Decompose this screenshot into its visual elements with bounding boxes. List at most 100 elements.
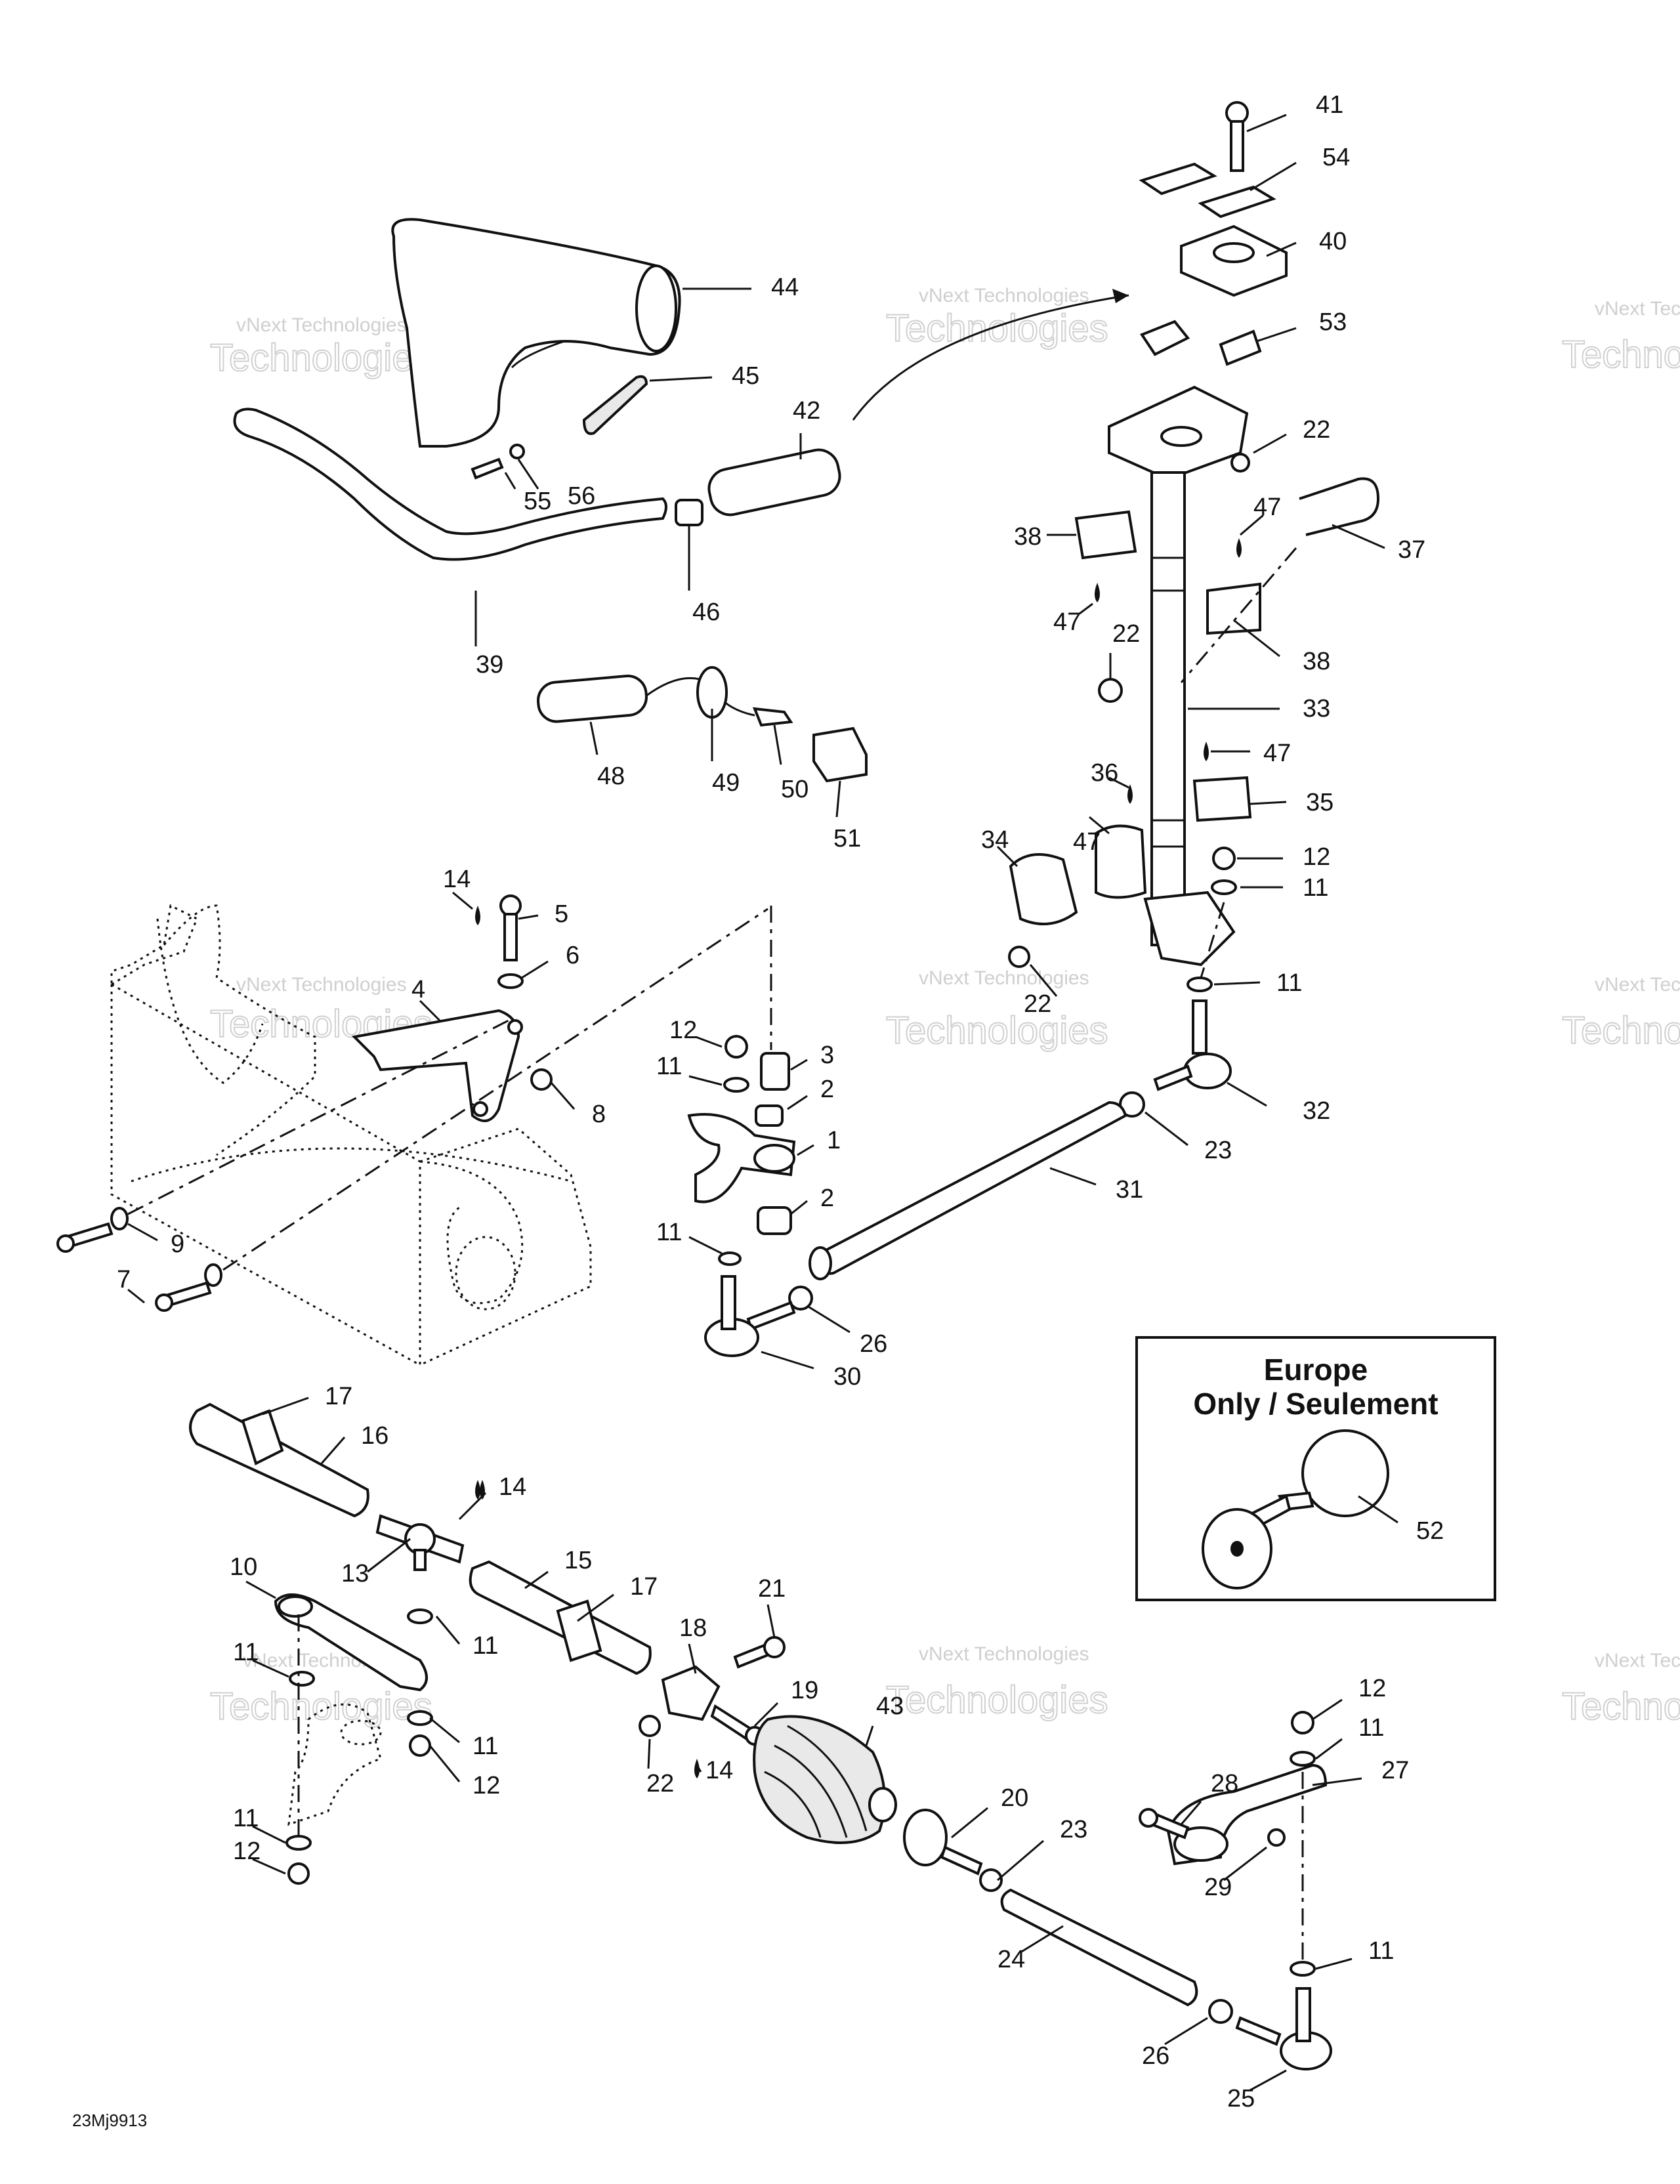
plate (1198, 185, 1276, 219)
handlebar (233, 408, 667, 561)
leader-line (1223, 1846, 1267, 1881)
leader-line (589, 721, 598, 755)
callout-label: 11 (656, 1219, 682, 1246)
callout-label: 49 (712, 769, 740, 797)
nut (788, 1286, 813, 1311)
leader-line (577, 1593, 614, 1622)
frame-outline (419, 1127, 592, 1366)
callout-label: 11 (472, 1632, 498, 1660)
handlebar-pad-end (635, 264, 677, 352)
leader-line (320, 1437, 346, 1464)
u-bolt (1299, 477, 1380, 536)
handlebar-assembly (233, 218, 1129, 561)
leader-line (753, 1702, 779, 1727)
rod-end (808, 1246, 832, 1280)
watermark-text: Technologies (1562, 333, 1680, 376)
grease-icon (1095, 583, 1100, 602)
leader-line (1144, 1111, 1188, 1146)
callout-label: 52 (1416, 1517, 1444, 1545)
callout-label: 2 (820, 1076, 834, 1103)
grease-icon (1236, 538, 1242, 558)
tie-rod-upper (704, 1101, 1127, 1357)
threaded-stud (940, 1845, 983, 1876)
arm-eye (278, 1595, 313, 1618)
leader-line (1250, 161, 1297, 192)
watermark-text: vNext Technologies (1595, 1650, 1680, 1671)
callout-label: 12 (669, 1017, 697, 1044)
washer (497, 973, 524, 989)
tie-rod (1000, 1888, 1198, 2007)
clamp-half (1139, 320, 1190, 356)
callout-label: 12 (233, 1838, 261, 1865)
frame-outline (110, 904, 198, 986)
callout-label: 3 (820, 1041, 834, 1069)
callout-label: 10 (230, 1553, 257, 1581)
leader-line (419, 999, 441, 1022)
callout-label: 36 (1091, 759, 1118, 787)
boot-end (868, 1787, 897, 1822)
callout-label: 9 (171, 1230, 184, 1258)
callout-label: 12 (472, 1772, 500, 1799)
bolt-shank (721, 1275, 736, 1330)
nut (979, 1868, 1003, 1892)
frame-bracket (351, 1009, 520, 1122)
rubber-boot (753, 1715, 886, 1844)
washer (1290, 1751, 1316, 1767)
bushing (1192, 776, 1252, 822)
leader-line (1049, 1167, 1097, 1186)
callout-label: 6 (566, 942, 579, 969)
leader-line (252, 1858, 286, 1875)
frame-hole (455, 1236, 516, 1311)
bracket (661, 1665, 721, 1721)
washer (204, 1263, 222, 1287)
callout-label: 14 (705, 1757, 733, 1784)
watermark-text: vNext Technologies (236, 314, 407, 336)
callout-label: 55 (524, 488, 551, 515)
bushing (1206, 582, 1261, 635)
callout-label: 22 (1303, 416, 1330, 444)
callout-label: 31 (1116, 1176, 1143, 1204)
callout-label: 47 (1253, 494, 1281, 521)
leader-line (1227, 1082, 1267, 1107)
hex-nut (556, 1599, 602, 1662)
leader-line (1250, 801, 1287, 805)
callout-label: 21 (758, 1575, 786, 1603)
washer (1290, 1961, 1316, 1977)
callout-label: 53 (1319, 308, 1347, 336)
watermark-text: vNext Technologies (919, 1643, 1089, 1665)
washer (407, 1608, 433, 1624)
terminal (752, 707, 793, 727)
watermark-text: Technologies (210, 1685, 432, 1728)
steering-column (1008, 101, 1380, 1118)
bolt-head (1139, 1808, 1158, 1828)
callout-label: 37 (1398, 536, 1425, 564)
nut (409, 1734, 431, 1757)
callout-label: 26 (860, 1330, 887, 1358)
callout-label: 5 (555, 900, 568, 928)
sleeve (760, 1052, 790, 1091)
grip (707, 448, 841, 516)
boot-rib (774, 1744, 848, 1838)
leader-line (787, 1095, 808, 1110)
callout-label: 46 (692, 598, 720, 626)
callout-label: 12 (1303, 843, 1330, 871)
callout-label: 14 (499, 1473, 526, 1501)
leader-line (1089, 816, 1110, 835)
ball-joint (1183, 1053, 1232, 1089)
leader-line (127, 1288, 145, 1304)
nut (1230, 453, 1250, 472)
clamp-hole (1213, 242, 1255, 263)
callout-label: 13 (341, 1560, 369, 1587)
washer (1186, 976, 1213, 992)
alignment-line (1200, 902, 1225, 978)
callout-label: 1 (827, 1127, 841, 1154)
handlebar-pad (391, 218, 681, 448)
assembly-arrow (852, 294, 1129, 421)
callout-label: 18 (679, 1614, 707, 1642)
leader-line (504, 472, 516, 490)
callout-label: 34 (981, 826, 1009, 854)
leader-line (1020, 1925, 1064, 1954)
lower-linkage (189, 1402, 1332, 2070)
callout-label: 17 (325, 1383, 352, 1410)
